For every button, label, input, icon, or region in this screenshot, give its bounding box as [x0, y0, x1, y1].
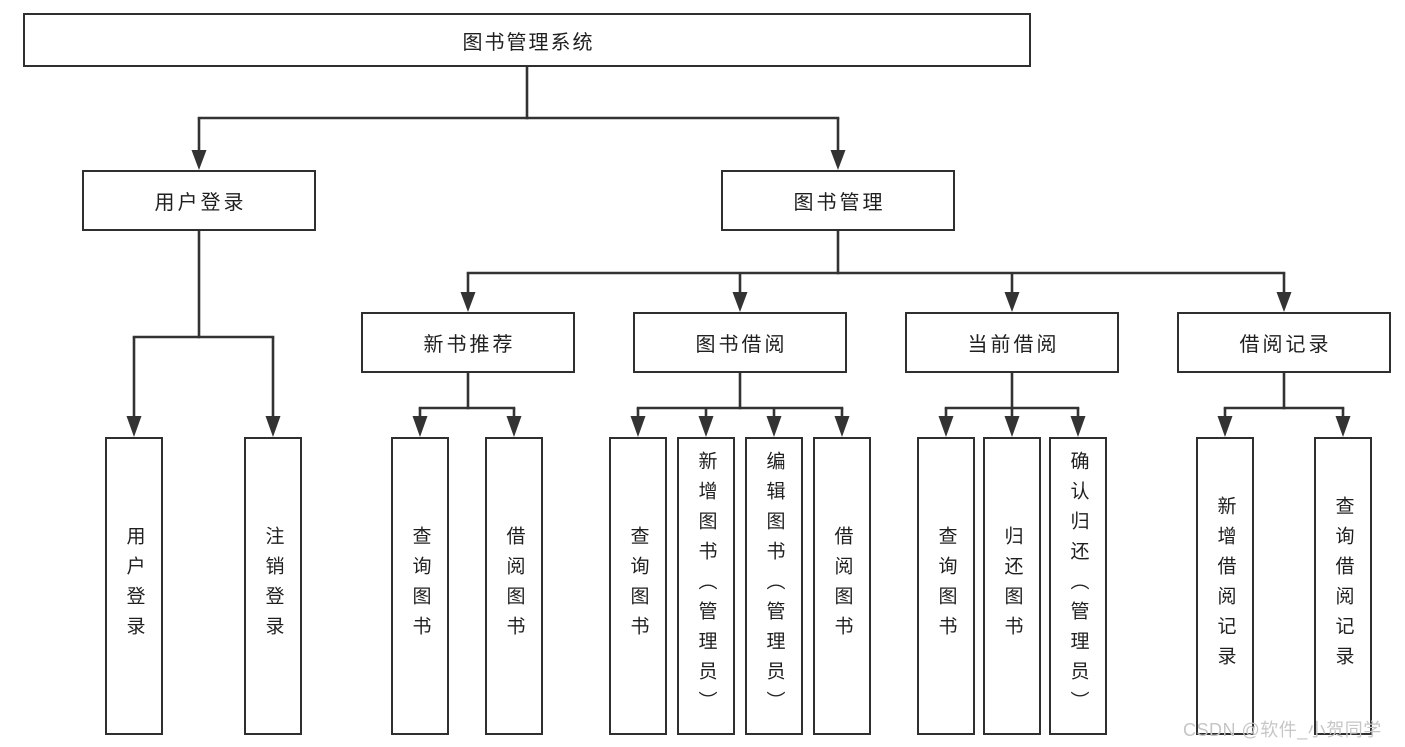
leaf-user-login: 用户登录: [105, 437, 163, 735]
leaf-borrow-books-1: 借阅图书: [485, 437, 543, 735]
connector-root-to-level2: [191, 67, 846, 170]
connector-user-login-to-leaves: [126, 231, 281, 437]
leaf-add-books-admin: 新增图书（管理员）: [677, 437, 735, 735]
node-book-management: 图书管理: [721, 170, 955, 231]
leaf-add-borrow-record: 新增借阅记录: [1196, 437, 1254, 735]
leaf-logout: 注销登录: [244, 437, 302, 735]
node-borrow-records: 借阅记录: [1177, 312, 1391, 373]
node-book-borrow: 图书借阅: [633, 312, 847, 373]
leaf-borrow-books-2: 借阅图书: [813, 437, 871, 735]
connector-borrow-records-to-leaves: [1217, 373, 1351, 437]
node-new-book-recommend: 新书推荐: [361, 312, 575, 373]
leaf-query-books-2: 查询图书: [609, 437, 667, 735]
node-system-root: 图书管理系统: [23, 13, 1031, 67]
csdn-watermark: CSDN @软件_小贺同学: [1183, 720, 1382, 740]
leaf-query-books-3: 查询图书: [917, 437, 975, 735]
node-current-borrow: 当前借阅: [905, 312, 1119, 373]
connector-book-borrow-to-leaves: [630, 373, 850, 437]
leaf-confirm-return-admin: 确认归还（管理员）: [1049, 437, 1107, 735]
leaf-query-borrow-record: 查询借阅记录: [1314, 437, 1372, 735]
leaf-edit-books-admin: 编辑图书（管理员）: [745, 437, 803, 735]
leaf-return-books: 归还图书: [983, 437, 1041, 735]
connector-book-mgmt-to-level3: [460, 231, 1292, 312]
node-user-login: 用户登录: [82, 170, 316, 231]
leaf-query-books-1: 查询图书: [391, 437, 449, 735]
connector-new-books-to-leaves: [412, 373, 522, 437]
connector-current-borrow-to-leaves: [938, 373, 1086, 437]
